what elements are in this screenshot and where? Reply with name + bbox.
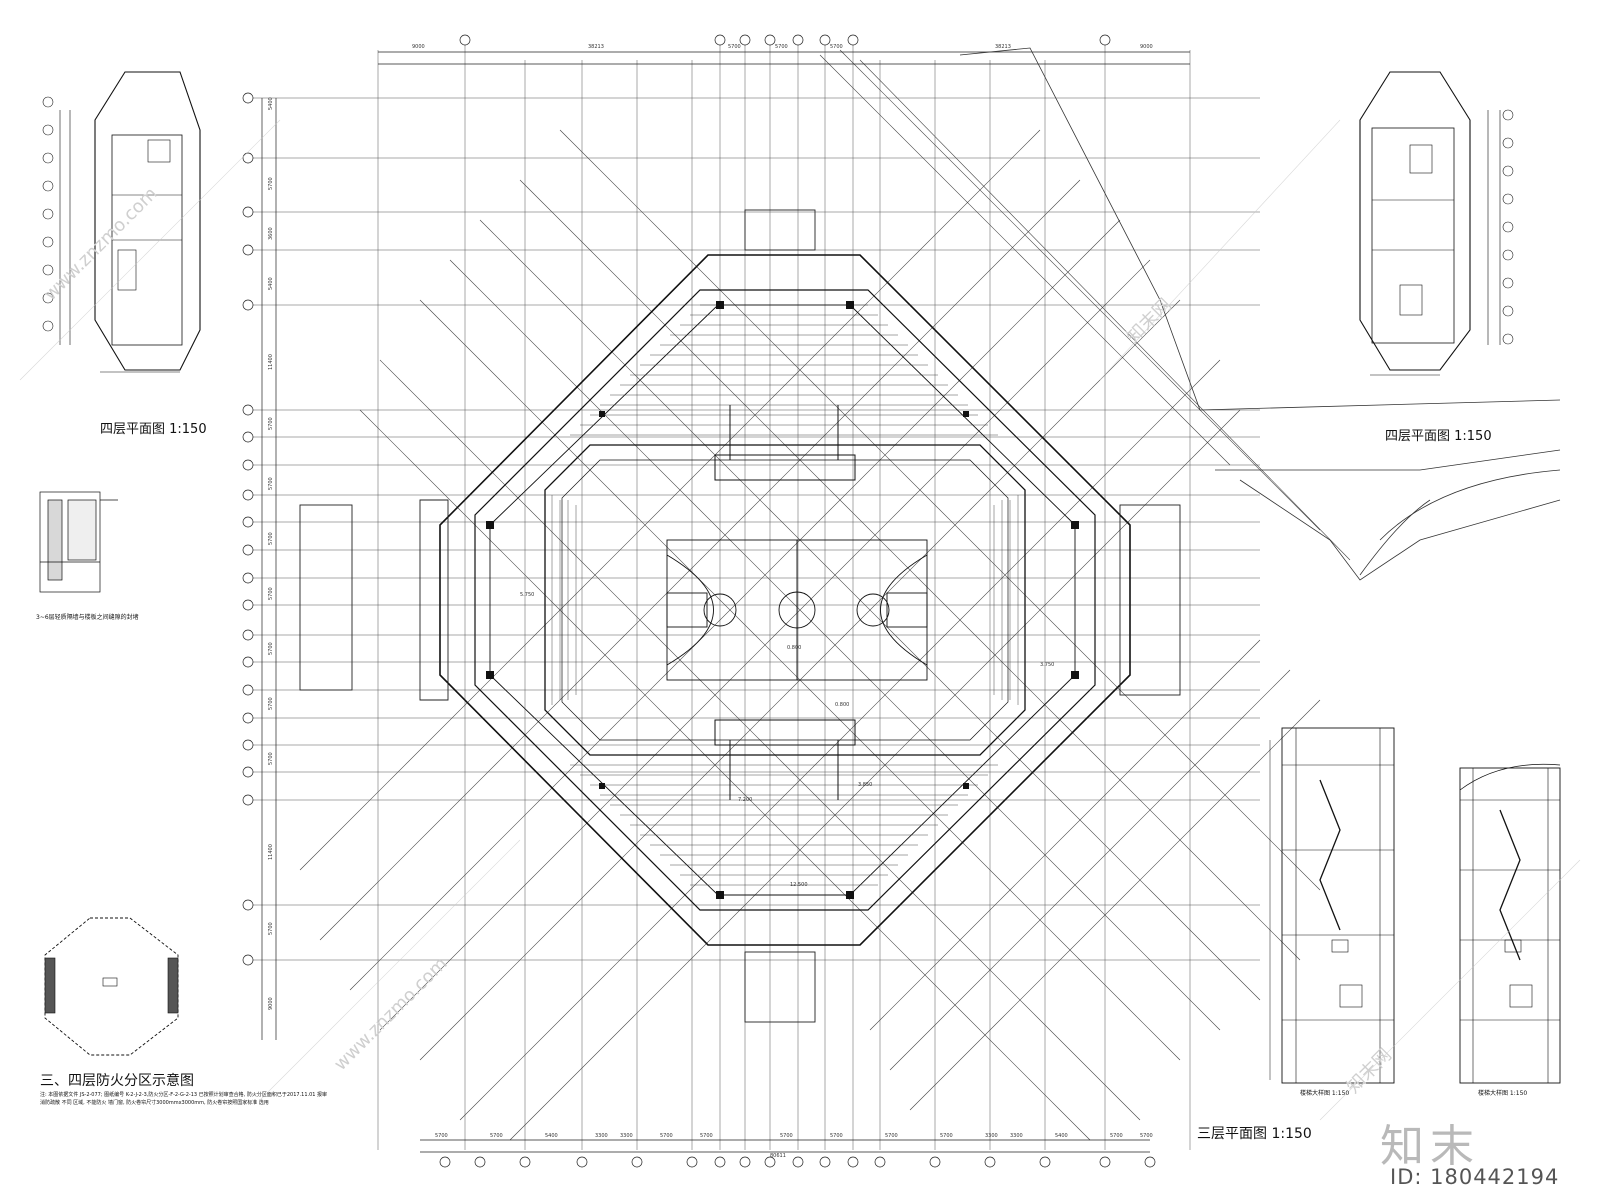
fourth-floor-right xyxy=(1359,71,1501,376)
dim-top: 5700 xyxy=(728,44,741,50)
dim-bottom: 5400 xyxy=(1055,1133,1068,1139)
seating-upper xyxy=(570,304,998,436)
grid-bubbles-top xyxy=(459,34,1111,46)
dim-left: 5700 xyxy=(268,177,274,190)
site-road xyxy=(959,47,1561,581)
dim-top: 5700 xyxy=(830,44,843,50)
aisles xyxy=(714,405,856,800)
dim-bottom: 5700 xyxy=(780,1133,793,1139)
dim-top: 9000 xyxy=(412,44,425,50)
seating-sides xyxy=(551,495,1019,705)
stair-section-left xyxy=(1269,727,1395,1084)
fire-zone-schematic xyxy=(44,917,179,1056)
dim-left: 5700 xyxy=(268,417,274,430)
dim-top: 38213 xyxy=(995,44,1011,50)
elevation-mark: 0.800 xyxy=(787,645,802,651)
dimension-frame xyxy=(261,51,1190,1153)
dim-top: 38213 xyxy=(588,44,604,50)
dim-bottom: 5400 xyxy=(545,1133,558,1139)
main-plan-title: 三层平面图 1:150 xyxy=(1197,1126,1312,1142)
dim-left: 5700 xyxy=(268,587,274,600)
dim-left: 5700 xyxy=(268,697,274,710)
dim-bottom: 3300 xyxy=(1010,1133,1023,1139)
elevation-mark: 7.200 xyxy=(738,797,753,803)
fourth-floor-left xyxy=(59,71,201,373)
brand-logo: 知末 xyxy=(1380,1121,1480,1172)
dim-bottom: 3300 xyxy=(595,1133,608,1139)
dim-left: 11400 xyxy=(268,844,274,860)
wall-detail-caption: 3~6层轻质隔墙与楼板之间缝隙的封堵 xyxy=(36,614,139,621)
dim-left: 5700 xyxy=(268,532,274,545)
fourth-floor-right-bubbles xyxy=(1502,109,1514,345)
dim-bottom: 5700 xyxy=(885,1133,898,1139)
fourth-floor-left-bubbles xyxy=(42,96,54,332)
fourth-floor-left-title: 四层平面图 1:150 xyxy=(100,422,207,437)
dim-left: 5700 xyxy=(268,752,274,765)
dim-left: 5700 xyxy=(268,922,274,935)
dim-left: 5700 xyxy=(268,642,274,655)
dim-left: 5700 xyxy=(268,477,274,490)
dim-bottom: 5700 xyxy=(435,1133,448,1139)
elevation-mark: 5.750 xyxy=(520,592,535,598)
elevation-mark: 12.500 xyxy=(790,882,808,888)
dim-bottom: 5700 xyxy=(830,1133,843,1139)
dim-bottom: 5700 xyxy=(490,1133,503,1139)
structural-columns xyxy=(486,301,1079,899)
annex-blocks xyxy=(299,209,1181,1023)
wall-detail xyxy=(39,491,118,593)
stair-section-right xyxy=(1459,763,1561,1084)
dim-top: 5700 xyxy=(775,44,788,50)
dim-bottom: 3300 xyxy=(620,1133,633,1139)
watermark-bands xyxy=(19,119,1581,1121)
stair-section-right-caption: 楼梯大样图 1:150 xyxy=(1478,1090,1528,1097)
dim-bottom: 5700 xyxy=(660,1133,673,1139)
grid-bubbles-left xyxy=(242,92,254,966)
dim-left: 3600 xyxy=(268,227,274,240)
dim-bottom: 5700 xyxy=(700,1133,713,1139)
seating-lower xyxy=(570,764,998,886)
dim-bottom: 5700 xyxy=(940,1133,953,1139)
dim-left: 9000 xyxy=(268,997,274,1010)
dim-top: 9000 xyxy=(1140,44,1153,50)
fourth-floor-right-title: 四层平面图 1:150 xyxy=(1385,429,1492,444)
fire-zone-title: 三、四层防火分区示意图 xyxy=(40,1073,194,1089)
fire-zone-note-1: 注: 本图依据文件 JS-2-077; 图纸编号 K-2-J-2-3,防火分区-… xyxy=(40,1092,328,1098)
dim-bottom: 3300 xyxy=(985,1133,998,1139)
dim-bottom: 5700 xyxy=(1140,1133,1153,1139)
fire-zone-note-2: 消防疏散 不同 区域, 不能防火 墙门窗, 防火卷帘尺寸3000mmx3000m… xyxy=(40,1100,269,1106)
grid-bubbles-bottom xyxy=(439,1156,1156,1168)
stair-section-left-caption: 楼梯大样图 1:150 xyxy=(1300,1090,1350,1097)
elevation-mark: 3.750 xyxy=(1040,662,1055,668)
dim-bottom-total: 80611 xyxy=(770,1153,786,1159)
elevation-mark: 0.800 xyxy=(835,702,850,708)
image-id: ID: 180442194 xyxy=(1390,1165,1560,1189)
dim-left: 11400 xyxy=(268,354,274,370)
basketball-court xyxy=(666,539,928,681)
elevation-mark: 3.850 xyxy=(858,782,873,788)
dim-left: 5400 xyxy=(268,277,274,290)
dim-bottom: 5700 xyxy=(1110,1133,1123,1139)
dim-left: 5400 xyxy=(268,97,274,110)
